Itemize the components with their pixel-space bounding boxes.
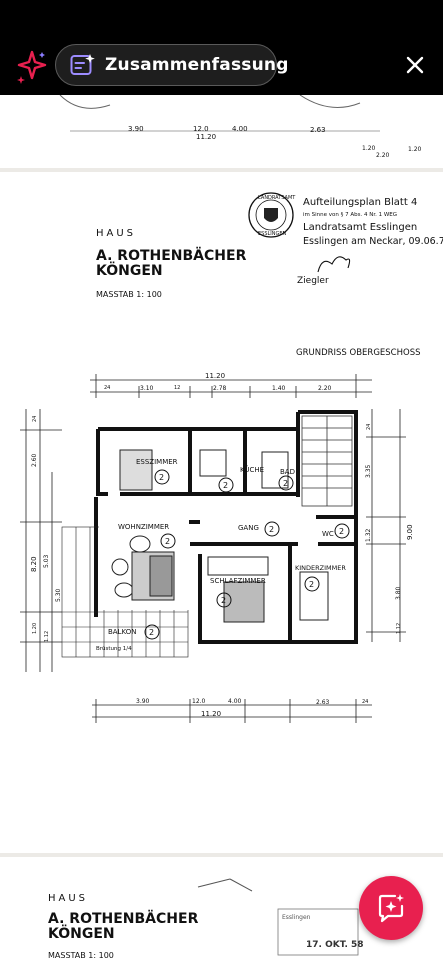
room-label-bad: BAD xyxy=(280,468,295,476)
room-labels: ESSZIMMER 2 KÜCHE 2 BAD 2 WOHNZIMMER 2 G… xyxy=(96,458,350,652)
dim-label: 3.90 xyxy=(128,125,144,133)
dim-label: 4.00 xyxy=(232,125,248,133)
unit-number: 2 xyxy=(159,473,164,482)
dim-bottom: 2.63 xyxy=(316,699,330,706)
top-toolbar: Zusammenfassung xyxy=(0,0,443,95)
place-name: KÖNGEN xyxy=(48,924,115,942)
stamp-bottom-text: ESSLINGEN xyxy=(258,231,287,237)
unit-number: 2 xyxy=(309,580,314,589)
stairwell xyxy=(301,415,353,507)
outer-walls xyxy=(94,410,358,644)
dim-label: 11.20 xyxy=(196,133,216,141)
dim-left: 5.30 xyxy=(55,588,62,602)
dim-right: 9.00 xyxy=(406,524,414,540)
top-dimension-lines xyxy=(90,374,372,398)
dim-label: 2.63 xyxy=(310,126,326,134)
ai-assistant-fab[interactable] xyxy=(359,876,423,940)
left-dimension-lines xyxy=(20,409,62,672)
document-page-previous[interactable]: 3.90 12.0 4.00 2.63 11.20 1.20 2.20 1.20 xyxy=(0,95,443,168)
dim-right: 1.32 xyxy=(365,528,372,542)
room-label-balkon: BALKON xyxy=(108,628,136,636)
owner-name: A. ROTHENBÄCHER xyxy=(96,247,247,264)
unit-number: 2 xyxy=(165,537,170,546)
dim-bottom: 24 xyxy=(362,699,368,705)
unit-number: 2 xyxy=(283,479,288,488)
dim-label: 12.0 xyxy=(193,125,209,133)
dim-left: 1.20 xyxy=(32,623,38,634)
room-label-schlafzimmer: SCHLAFZIMMER xyxy=(210,577,266,585)
summary-button[interactable]: Zusammenfassung xyxy=(55,44,288,86)
bottom-dimension-lines xyxy=(92,699,372,723)
dim-bottom-total: 11.20 xyxy=(201,710,221,718)
room-label-wohnzimmer: WOHNZIMMER xyxy=(118,523,169,531)
dim-left: 1.12 xyxy=(44,631,50,642)
dim-right: 1.12 xyxy=(396,623,402,634)
aufteilung-line1: Aufteilungsplan Blatt 4 xyxy=(303,197,417,208)
room-label-gang: GANG xyxy=(238,524,259,532)
dim-label: 1.20 xyxy=(362,145,376,152)
aufteilung-line3: Landratsamt Esslingen xyxy=(303,222,417,233)
balkon-note: Brüstung 1/4 xyxy=(96,646,132,652)
signature xyxy=(317,256,351,273)
dim-top: 24 xyxy=(104,385,110,391)
dim-bottom: 12.0 xyxy=(192,698,206,705)
room-label-esszimmer: ESSZIMMER xyxy=(136,458,178,466)
scale-label: MASSTAB 1: 100 xyxy=(96,290,162,299)
room-label-kueche: KÜCHE xyxy=(240,465,264,474)
dim-top: 2.20 xyxy=(318,385,332,392)
dim-top-total: 11.20 xyxy=(205,372,225,380)
receipt-stamp: Esslingen 17. OKT. 58 xyxy=(277,908,364,956)
right-dimension-lines xyxy=(366,409,406,642)
dim-right: 3.35 xyxy=(365,464,372,478)
room-label-kinderzimmer: KINDERZIMMER xyxy=(295,564,346,572)
dim-left: 24 xyxy=(32,416,38,422)
chat-sparkle-icon xyxy=(378,894,404,923)
aufteilung-line4: Esslingen am Neckar, 09.06.7 xyxy=(303,236,443,247)
floorplan-fragment: 3.90 12.0 4.00 2.63 11.20 1.20 2.20 1.20 xyxy=(59,95,422,159)
close-icon[interactable] xyxy=(402,52,428,78)
aufteilung-line2: im Sinne von § 7 Abs. 4 Nr. 1 WEG xyxy=(303,212,397,218)
owner-name: A. ROTHENBÄCHER xyxy=(48,910,199,927)
pencil-mark xyxy=(197,878,253,892)
dim-bottom: 3.90 xyxy=(136,698,150,705)
sparkle-star-icon[interactable] xyxy=(12,46,52,86)
next-page-header: HAUS A. ROTHENBÄCHER KÖNGEN MASSTAB 1: 1… xyxy=(48,878,364,960)
dim-bottom: 4.00 xyxy=(228,698,242,705)
unit-number: 2 xyxy=(149,628,154,637)
dim-top: 2.78 xyxy=(213,385,227,392)
dim-left: 8.20 xyxy=(30,556,38,572)
stamp-date: 17. OKT. 58 xyxy=(306,940,364,950)
unit-number: 2 xyxy=(339,527,344,536)
stamp-top-text: LANDRATSAMT xyxy=(258,195,296,201)
unit-number: 2 xyxy=(269,525,274,534)
dim-top: 12 xyxy=(174,385,180,391)
grundriss-title: GRUNDRISS OBERGESCHOSS xyxy=(296,348,420,358)
house-label: HAUS xyxy=(48,893,88,904)
dim-label: 1.20 xyxy=(408,146,422,153)
dim-top: 1.40 xyxy=(272,385,286,392)
floorplan-drawing: HAUS A. ROTHENBÄCHER KÖNGEN MASSTAB 1: 1… xyxy=(20,192,443,723)
unit-number: 2 xyxy=(221,596,226,605)
dim-left: 5.03 xyxy=(43,554,50,568)
scale-label: MASSTAB 1: 100 xyxy=(48,951,114,960)
dim-right: 3.80 xyxy=(395,586,402,600)
summary-document-sparkle-icon xyxy=(70,54,95,75)
dim-right: 24 xyxy=(366,424,372,430)
official-stamp: LANDRATSAMT ESSLINGEN xyxy=(248,192,296,238)
house-label: HAUS xyxy=(96,228,136,239)
unit-number: 2 xyxy=(223,481,228,490)
dim-top: 3.10 xyxy=(140,385,154,392)
stamp-line: Esslingen xyxy=(282,914,311,921)
dim-label: 2.20 xyxy=(376,152,390,159)
dim-left: 2.60 xyxy=(31,453,38,467)
place-name: KÖNGEN xyxy=(96,261,163,279)
summary-label: Zusammenfassung xyxy=(105,55,289,75)
signer-name: Ziegler xyxy=(297,276,329,286)
room-label-wc: WC xyxy=(322,530,334,538)
document-page-floorplan[interactable]: HAUS A. ROTHENBÄCHER KÖNGEN MASSTAB 1: 1… xyxy=(0,172,443,853)
